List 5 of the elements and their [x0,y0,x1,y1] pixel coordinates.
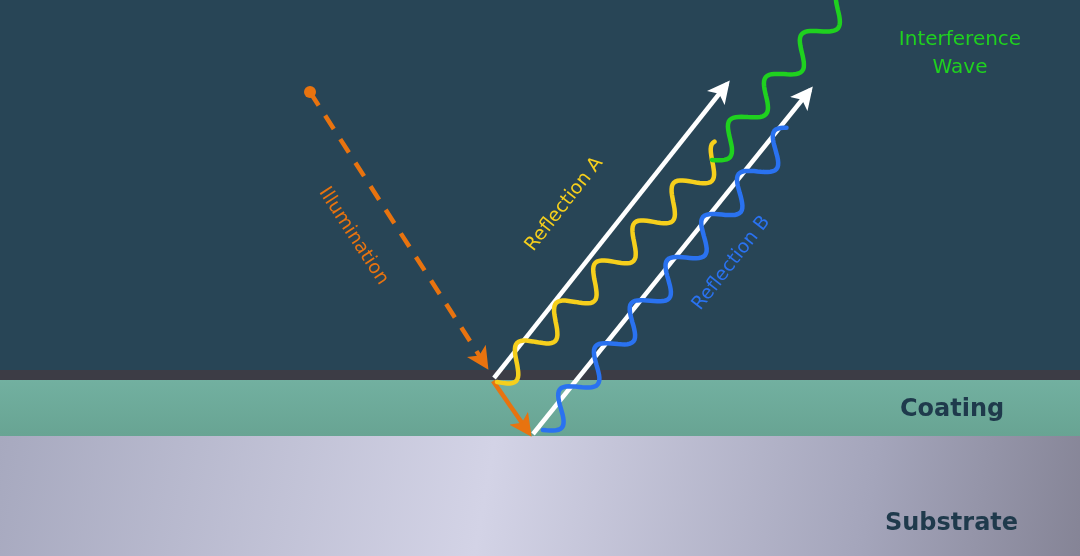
coating-layer [0,380,1080,436]
layer-label: Coating [900,394,1005,422]
layer-label: Substrate [885,508,1019,536]
substrate-layer [0,436,1080,556]
wave-label: Interference Wave [897,25,1023,80]
